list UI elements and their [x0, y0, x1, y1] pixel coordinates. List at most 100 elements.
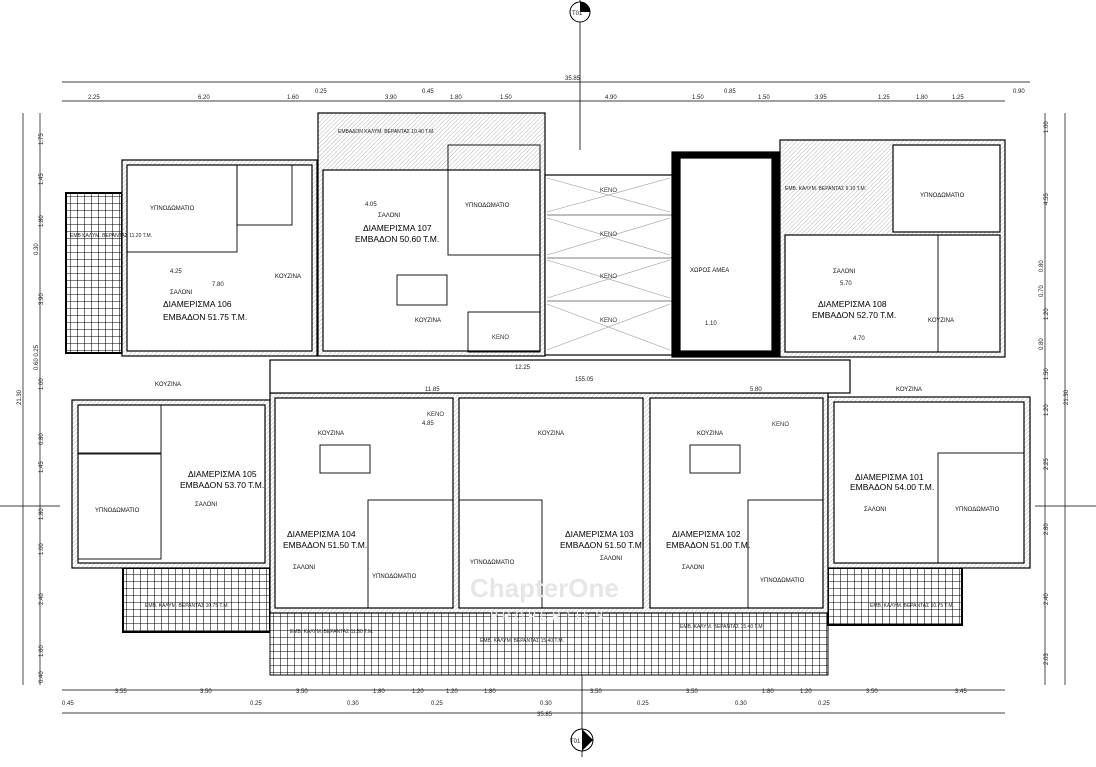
svg-text:ΔΙΑΜΕΡΙΣΜΑ 105: ΔΙΑΜΕΡΙΣΜΑ 105: [188, 469, 257, 479]
dimension-label: 0.70: [1039, 285, 1045, 297]
svg-text:ΔΙΑΜΕΡΙΣΜΑ 103: ΔΙΑΜΕΡΙΣΜΑ 103: [565, 529, 634, 539]
terrace-106: [65, 192, 123, 354]
dimension-label: 4.55: [1044, 193, 1050, 205]
dimension-label: 1.20: [412, 689, 424, 695]
dimension-label: 3.90: [385, 95, 397, 101]
dimension-label: 1.00: [1044, 121, 1050, 133]
left-dimension-labels: 1.751.451.800.303.900.60 0.251.000.801.4…: [34, 133, 45, 683]
dimension-label: 1.80: [450, 95, 462, 101]
svg-text:7.80: 7.80: [212, 282, 224, 288]
svg-text:ΕΜΒ. ΚΑΛΥΜ. ΒΕΡΑΝΤΑΣ 10.75 Τ.Μ: ΕΜΒ. ΚΑΛΥΜ. ΒΕΡΑΝΤΑΣ 10.75 Τ.Μ.: [145, 603, 229, 609]
svg-text:11.85: 11.85: [425, 387, 440, 393]
room-living: ΣΑΛΟΝΙ: [600, 556, 623, 562]
section-marker-top: T01: [569, 0, 591, 150]
dimension-label: 1.50: [692, 95, 704, 101]
terrace-105: [122, 567, 271, 633]
dimension-label: 1.20: [1044, 308, 1050, 320]
marker-label: T01: [570, 739, 581, 745]
dimension-label: 2.25: [1044, 458, 1050, 470]
overall-width-bottom: 35.85: [537, 712, 553, 718]
dimension-label: 0.30: [735, 701, 747, 707]
room-living: ΣΑΛΟΝΙ: [195, 502, 218, 508]
svg-text:ΕΜΒΑΔΟΝ ΚΑΛΥΜ. ΒΕΡΑΝΤΑΣ 10.40: ΕΜΒΑΔΟΝ ΚΑΛΥΜ. ΒΕΡΑΝΤΑΣ 10.40 Τ.Μ.: [338, 129, 435, 135]
dimension-label: 0.80: [39, 433, 45, 445]
overall-height-right: 21.30: [1064, 389, 1070, 405]
svg-text:ΔΙΑΜΕΡΙΣΜΑ 102: ΔΙΑΜΕΡΙΣΜΑ 102: [672, 529, 741, 539]
dimension-label: 0.25: [250, 701, 262, 707]
svg-text:ΕΜΒ. ΚΑΛΥΜ. ΒΕΡΑΝΤΑΣ 11.50 Τ.Μ: ΕΜΒ. ΚΑΛΥΜ. ΒΕΡΑΝΤΑΣ 11.50 Τ.Μ.: [290, 629, 374, 635]
dimension-label: 0.25: [818, 701, 830, 707]
watermark-brand: ChapterOne: [470, 573, 619, 603]
room-kitchen: ΚΟΥΖΙΝΑ: [318, 431, 344, 437]
dimension-label: 3.50: [590, 689, 602, 695]
svg-text:5.80: 5.80: [750, 387, 762, 393]
svg-text:ΔΙΑΜΕΡΙΣΜΑ 101: ΔΙΑΜΕΡΙΣΜΑ 101: [855, 472, 924, 482]
svg-text:ΕΜΒ. ΚΑΛΥΜ. ΒΕΡΑΝΤΑΣ 15.40 Τ.Μ: ΕΜΒ. ΚΑΛΥΜ. ΒΕΡΑΝΤΑΣ 15.40 Τ.Μ.: [680, 624, 764, 630]
dimension-label: 0.25: [637, 701, 649, 707]
room-kitchen: ΚΟΥΖΙΝΑ: [896, 387, 922, 393]
inner-dimensions: 12.25 11.85 5.80 155.05 4.25 7.80 4.05 5…: [170, 202, 865, 427]
dimension-label: 3.50: [296, 689, 308, 695]
terrace-labels: ΕΜΒ ΚΑΛΥΜ. ΒΕΡΑΝΤΑΣ 11.20 Τ.Μ. ΕΜΒΑΔΟΝ Κ…: [70, 129, 954, 644]
dimension-label: 0.30: [34, 243, 40, 255]
dimension-label: 1.00: [39, 543, 45, 555]
void-shafts: [546, 177, 672, 351]
svg-text:ΕΜΒΑΔΟΝ 51.50 Τ.Μ.: ΕΜΒΑΔΟΝ 51.50 Τ.Μ.: [560, 540, 644, 550]
terrace-bottom: [269, 611, 829, 676]
dimension-label: 0.80: [1039, 260, 1045, 272]
dimension-label: 1.80: [373, 689, 385, 695]
room-living: ΣΑΛΟΝΙ: [170, 290, 193, 296]
svg-text:ΕΜΒΑΔΟΝ 51.50 Τ.Μ.: ΕΜΒΑΔΟΝ 51.50 Τ.Μ.: [283, 540, 367, 550]
dimension-label: 3.50: [686, 689, 698, 695]
dimension-label: 2.40: [1044, 593, 1050, 605]
partitions: [77, 144, 1025, 609]
dimension-label: 1.80: [39, 215, 45, 227]
dimension-label: 1.00: [39, 378, 45, 390]
dimension-label: 3.55: [115, 689, 127, 695]
svg-text:ΕΜΒ. ΚΑΛΥΜ. ΒΕΡΑΝΤΑΣ 10.75 Τ.Μ: ΕΜΒ. ΚΑΛΥΜ. ΒΕΡΑΝΤΑΣ 10.75 Τ.Μ.: [870, 603, 954, 609]
void-label: ΚΕΝΟ: [772, 422, 789, 428]
svg-text:1.10: 1.10: [705, 321, 717, 327]
svg-text:4.25: 4.25: [170, 269, 182, 275]
dimension-label: 0.85: [724, 89, 736, 95]
dimension-label: 1.20: [1044, 404, 1050, 416]
svg-text:ΕΜΒΑΔΟΝ 52.70 Τ.Μ.: ΕΜΒΑΔΟΝ 52.70 Τ.Μ.: [812, 310, 896, 320]
room-living: ΣΑΛΟΝΙ: [864, 507, 887, 513]
svg-text:ΔΙΑΜΕΡΙΣΜΑ 104: ΔΙΑΜΕΡΙΣΜΑ 104: [287, 529, 356, 539]
room-labels: ΥΠΝΟΔΩΜΑΤΙΟ ΣΑΛΟΝΙ ΚΟΥΖΙΝΑ ΣΑΛΟΝΙ ΥΠΝΟΔΩ…: [95, 188, 1000, 584]
dimension-label: 0.90: [1013, 89, 1025, 95]
void-label: ΚΕΝΟ: [600, 274, 617, 280]
room-bedroom: ΥΠΝΟΔΩΜΑΤΙΟ: [372, 574, 417, 580]
svg-text:ΕΜΒΑΔΟΝ 54.00 Τ.Μ.: ΕΜΒΑΔΟΝ 54.00 Τ.Μ.: [850, 482, 934, 492]
void-label: ΚΕΝΟ: [600, 188, 617, 194]
dimension-label: 2.40: [39, 593, 45, 605]
dimension-label: 1.45: [39, 173, 45, 185]
room-kitchen: ΚΟΥΖΙΝΑ: [275, 274, 301, 280]
dimension-label: 1.75: [39, 133, 45, 145]
dimension-label: 1.60: [287, 95, 299, 101]
dimension-label: 4.90: [605, 95, 617, 101]
room-living: ΣΑΛΟΝΙ: [682, 565, 705, 571]
room-bedroom: ΥΠΝΟΔΩΜΑΤΙΟ: [920, 193, 965, 199]
svg-text:ΔΙΑΜΕΡΙΣΜΑ 107: ΔΙΑΜΕΡΙΣΜΑ 107: [363, 223, 432, 233]
dimension-label: 0.80: [1039, 338, 1045, 350]
level-mark: 155.05: [575, 377, 594, 383]
dimension-label: 1.45: [39, 461, 45, 473]
svg-text:ΕΜΒ. ΚΑΛΥΜ. ΒΕΡΑΝΤΑΣ 15.40 Τ.Μ: ΕΜΒ. ΚΑΛΥΜ. ΒΕΡΑΝΤΑΣ 15.40 Τ.Μ.: [480, 638, 564, 644]
room-bedroom: ΥΠΝΟΔΩΜΑΤΙΟ: [470, 560, 515, 566]
dimension-label: 3.95: [815, 95, 827, 101]
dimension-label: 1.80: [762, 689, 774, 695]
dimension-label: 1.80: [916, 95, 928, 101]
room-living: ΣΑΛΟΝΙ: [378, 213, 401, 219]
room-living: ΣΑΛΟΝΙ: [293, 565, 316, 571]
dimension-label: 1.20: [800, 689, 812, 695]
dimension-label: 2.03: [1044, 653, 1050, 665]
void-label: ΚΕΝΟ: [600, 318, 617, 324]
void-label: ΚΕΝΟ: [600, 232, 617, 238]
room-disabled-space: ΧΩΡΟΣ ΑΜΕΑ: [690, 268, 729, 274]
